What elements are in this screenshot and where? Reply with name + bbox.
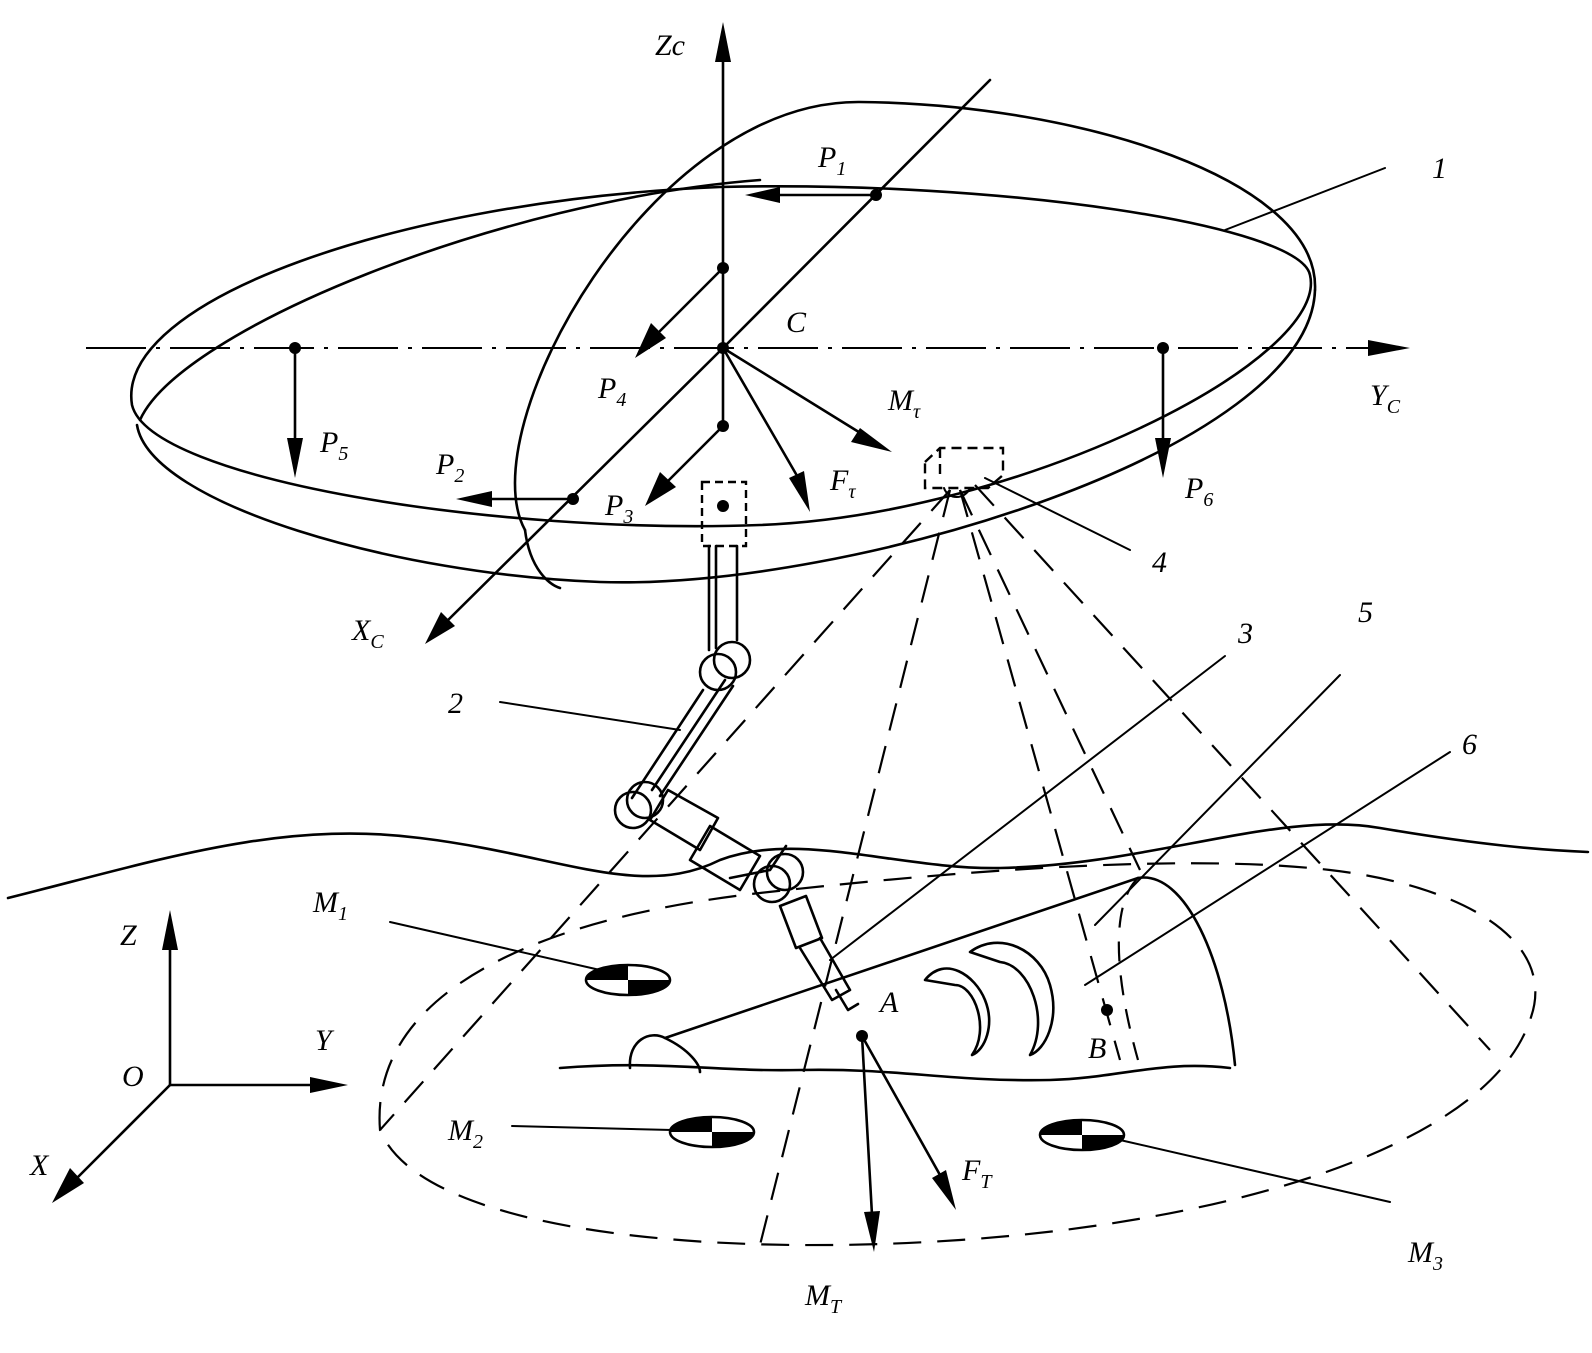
callout-4: 4 bbox=[1152, 546, 1167, 579]
leader-m2 bbox=[511, 1125, 673, 1131]
label-z: Z bbox=[120, 919, 137, 952]
callout-5: 5 bbox=[1358, 596, 1373, 629]
force-p4 bbox=[635, 262, 729, 358]
label-m3: M3 bbox=[1407, 1236, 1443, 1275]
callout-1: 1 bbox=[1432, 152, 1447, 185]
sensor-4 bbox=[923, 446, 1005, 498]
world-frame bbox=[52, 910, 348, 1203]
force-p2 bbox=[456, 491, 579, 507]
force-p5 bbox=[287, 342, 303, 478]
label-f-t: FT bbox=[961, 1154, 993, 1193]
label-p4: P4 bbox=[597, 372, 626, 411]
label-p6: P6 bbox=[1184, 472, 1213, 511]
leader-m3 bbox=[1119, 1139, 1391, 1203]
diagonal-dash-line bbox=[721, 78, 992, 350]
robotic-arm-2 bbox=[613, 480, 860, 1012]
zc-arrowhead bbox=[715, 22, 731, 62]
marker-m1 bbox=[584, 963, 672, 997]
leader-3 bbox=[829, 655, 1226, 961]
label-m-t: MT bbox=[804, 1279, 843, 1318]
label-b: B bbox=[1088, 1032, 1106, 1065]
leader-2 bbox=[499, 701, 681, 731]
leader-m1 bbox=[389, 921, 601, 971]
marker-m2 bbox=[668, 1115, 756, 1149]
torque-m-tau bbox=[721, 346, 892, 452]
point-b-dot bbox=[1101, 1004, 1113, 1016]
label-p3: P3 bbox=[604, 489, 633, 528]
disc-axes bbox=[86, 22, 1410, 644]
force-p3 bbox=[645, 420, 729, 506]
callout-2: 2 bbox=[448, 687, 463, 720]
sensor-view-cone bbox=[379, 484, 1491, 1246]
label-c: C bbox=[786, 306, 807, 339]
x-arrowhead bbox=[52, 1168, 84, 1203]
leader-lines bbox=[389, 167, 1451, 1203]
leader-1 bbox=[1224, 167, 1386, 231]
ground-surface bbox=[6, 823, 1590, 1082]
x-axis-line bbox=[76, 1083, 172, 1179]
label-yc: YC bbox=[1370, 379, 1401, 418]
xc-axis-line bbox=[438, 346, 725, 630]
center-point-c bbox=[717, 342, 729, 354]
callout-3: 3 bbox=[1237, 617, 1253, 650]
label-p2: P2 bbox=[435, 448, 464, 487]
xc-arrowhead bbox=[425, 612, 455, 644]
label-o: O bbox=[122, 1060, 144, 1093]
label-m1: M1 bbox=[312, 886, 348, 925]
yc-arrowhead bbox=[1368, 340, 1410, 356]
marker-m3 bbox=[1038, 1118, 1126, 1152]
target-object bbox=[628, 876, 1237, 1074]
z-arrowhead bbox=[162, 910, 178, 950]
label-zc: Zc bbox=[655, 29, 685, 62]
leader-4 bbox=[984, 477, 1131, 551]
force-p1 bbox=[745, 187, 882, 203]
force-f-t bbox=[860, 1034, 956, 1210]
torque-m-t bbox=[860, 1034, 880, 1252]
upper-disc bbox=[130, 100, 1317, 590]
label-a: A bbox=[878, 986, 899, 1019]
label-x: X bbox=[29, 1149, 50, 1182]
label-y: Y bbox=[315, 1024, 335, 1057]
target-area-ellipse bbox=[378, 862, 1537, 1247]
label-f-tau: Fτ bbox=[829, 464, 856, 503]
label-p5: P5 bbox=[319, 426, 348, 465]
label-m2: M2 bbox=[447, 1114, 483, 1153]
label-m-tau: Mτ bbox=[887, 384, 921, 423]
callout-6: 6 bbox=[1462, 728, 1477, 761]
label-p1: P1 bbox=[817, 141, 846, 180]
leader-6 bbox=[1084, 751, 1451, 986]
leader-5 bbox=[1094, 674, 1341, 926]
label-xc: XC bbox=[351, 614, 384, 653]
force-f-tau bbox=[721, 346, 810, 512]
force-p6 bbox=[1155, 342, 1171, 478]
y-arrowhead bbox=[310, 1077, 348, 1093]
